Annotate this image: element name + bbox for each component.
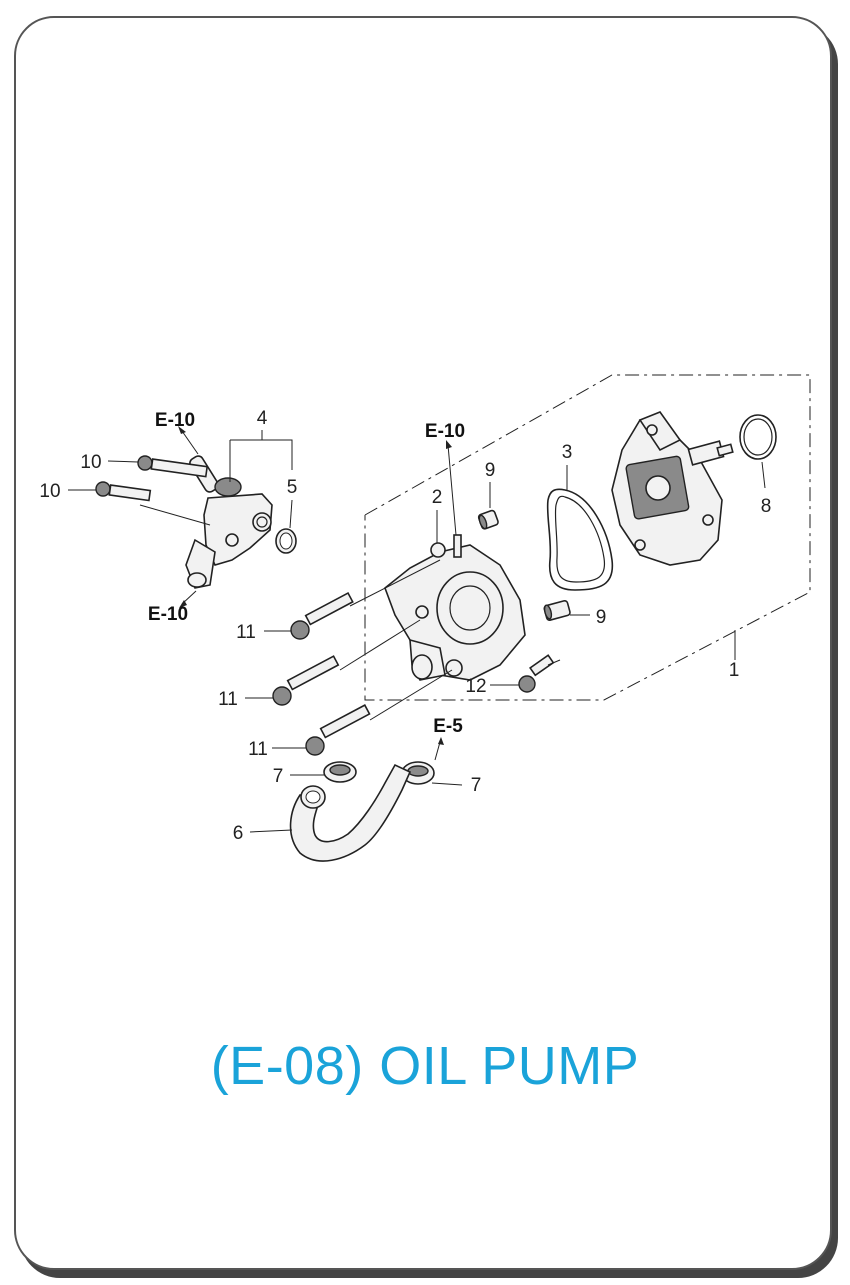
part-bolt-10-upper: [137, 455, 209, 478]
callout-11-upper: 11: [236, 622, 256, 643]
callout-6: 6: [233, 823, 244, 844]
part-pump-cover: [384, 534, 526, 681]
part-bolt-12: [518, 654, 555, 693]
ref-e5: E-5: [433, 716, 463, 737]
callout-3: 3: [562, 442, 573, 463]
part-bolt-10-lower: [95, 481, 152, 502]
part-pump-body: [611, 411, 734, 566]
arrow-head-ref-upper: [178, 426, 186, 434]
arrow-head-ref-middle: [446, 440, 452, 449]
part-hose-6: [289, 763, 412, 862]
part-bolt-11-upper: [290, 591, 354, 640]
callout-2: 2: [432, 487, 443, 508]
arrow-head-ref-lower: [179, 600, 187, 608]
part-clamp-7-left: [323, 761, 357, 783]
part-bolt-11-lower: [305, 704, 371, 756]
page-title: (E-08) OIL PUMP: [210, 1036, 640, 1096]
part-thermostat-housing: [185, 455, 273, 589]
ref-e10-middle: E-10: [425, 421, 465, 442]
assembly-boundary: [364, 374, 811, 701]
callout-11-middle: 11: [218, 689, 238, 710]
callout-9-lower: 9: [596, 607, 607, 628]
callout-7-right: 7: [471, 775, 482, 796]
ref-e10-lower-left: E-10: [148, 604, 188, 625]
part-o-ring-8: [739, 414, 777, 460]
part-clamp-7-right: [401, 761, 435, 785]
callout-5: 5: [287, 477, 298, 498]
callout-12: 12: [465, 676, 486, 697]
callout-7-left: 7: [273, 766, 284, 787]
part-bolt-11-middle: [272, 655, 340, 706]
arrow-head-ref-e5: [438, 737, 444, 745]
callout-8: 8: [761, 496, 772, 517]
callout-10-lower: 10: [39, 481, 60, 502]
callout-1: 1: [729, 660, 740, 681]
callout-9-upper: 9: [485, 460, 496, 481]
part-dowel-pin-lower: [543, 600, 571, 621]
leader-lines: [68, 430, 766, 833]
callout-11-lower: 11: [248, 739, 268, 760]
part-gasket-3: [546, 488, 614, 591]
part-dowel-pin-upper: [477, 509, 499, 530]
callout-10-upper: 10: [80, 452, 101, 473]
ref-e10-upper-left: E-10: [155, 410, 195, 431]
callout-4: 4: [257, 408, 268, 429]
